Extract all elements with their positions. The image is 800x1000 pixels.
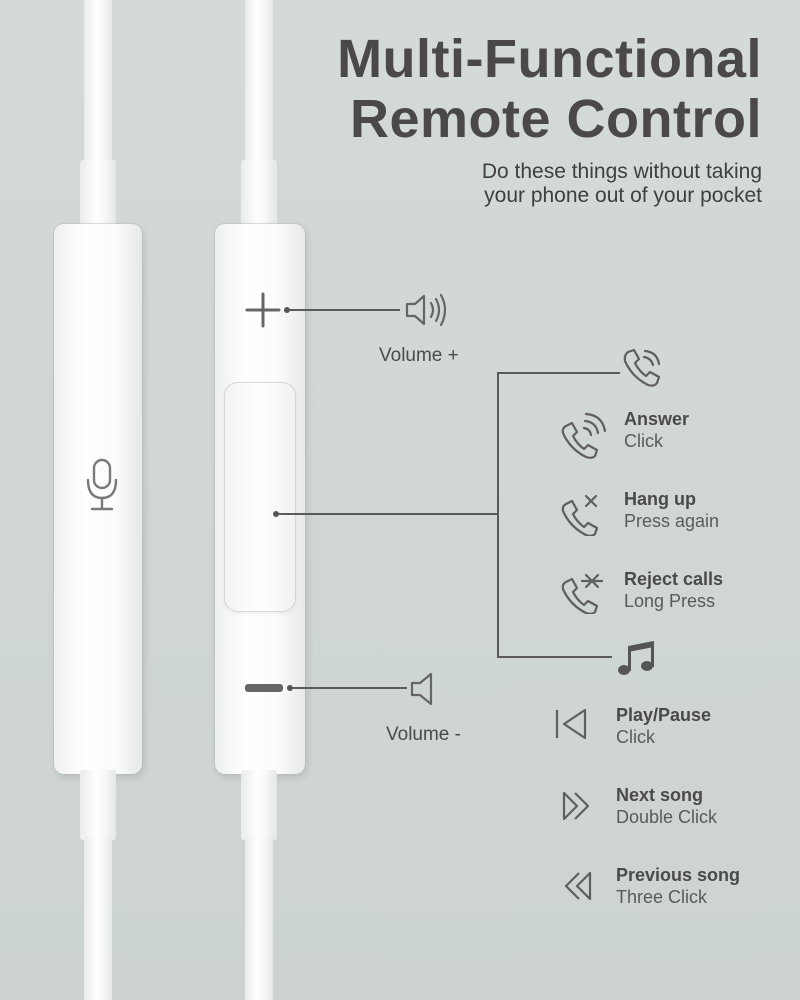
next-song-title: Next song — [616, 785, 704, 805]
reject-calls-action: Long Press — [624, 591, 716, 611]
volume-down-label: Volume - — [386, 724, 461, 745]
previous-song-icon — [561, 870, 593, 902]
right-cable-bottom — [245, 836, 273, 1000]
right-cable-top — [245, 0, 273, 165]
play-pause-title: Play/Pause — [616, 705, 712, 725]
phone-hangup-icon — [560, 492, 604, 536]
volume-up-dot — [284, 307, 290, 313]
right-cable-collar-top — [241, 160, 277, 228]
volume-down-line — [291, 687, 407, 689]
hang-up-action: Press again — [624, 511, 720, 531]
hang-up-title: Hang up — [624, 489, 696, 509]
play-pause-action: Click — [616, 727, 655, 747]
left-cable-bottom — [84, 836, 112, 1000]
speaker-loud-icon — [404, 290, 452, 330]
volume-up-label: Volume + — [379, 345, 459, 366]
middle-button[interactable] — [224, 382, 296, 612]
page-title-line-2: Remote Control — [350, 89, 762, 149]
speaker-low-icon — [409, 670, 439, 708]
reject-calls-title: Reject calls — [624, 569, 724, 589]
minus-icon[interactable] — [245, 684, 283, 692]
previous-song-action: Three Click — [616, 887, 708, 907]
microphone-icon — [84, 456, 120, 516]
subtitle-line-1: Do these things without taking — [481, 160, 762, 183]
left-cable-top — [84, 0, 112, 165]
play-pause-icon — [553, 706, 589, 742]
left-cable-collar-top — [80, 160, 116, 228]
middle-button-line — [277, 513, 499, 515]
bracket-bottom-line — [497, 656, 612, 658]
music-note-icon — [616, 638, 656, 678]
page-title-line-1: Multi-Functional — [337, 29, 762, 89]
left-cable-collar-bottom — [80, 770, 116, 840]
bracket-vertical-line — [497, 372, 499, 658]
phone-reject-icon — [560, 570, 604, 614]
plus-icon[interactable] — [245, 292, 281, 328]
volume-up-line — [288, 309, 400, 311]
previous-song-title: Previous song — [616, 865, 741, 885]
phone-answer-icon — [560, 410, 608, 460]
phone-ringing-icon — [620, 346, 666, 390]
answer-title: Answer — [624, 409, 690, 429]
left-remote-body — [54, 224, 142, 774]
subtitle-line-2: your phone out of your pocket — [484, 184, 762, 207]
next-song-action: Double Click — [616, 807, 718, 827]
right-cable-collar-bottom — [241, 770, 277, 840]
next-song-icon — [561, 790, 593, 822]
volume-down-dot — [287, 685, 293, 691]
middle-button-dot — [273, 511, 279, 517]
bracket-top-line — [497, 372, 620, 374]
answer-action: Click — [624, 431, 663, 451]
